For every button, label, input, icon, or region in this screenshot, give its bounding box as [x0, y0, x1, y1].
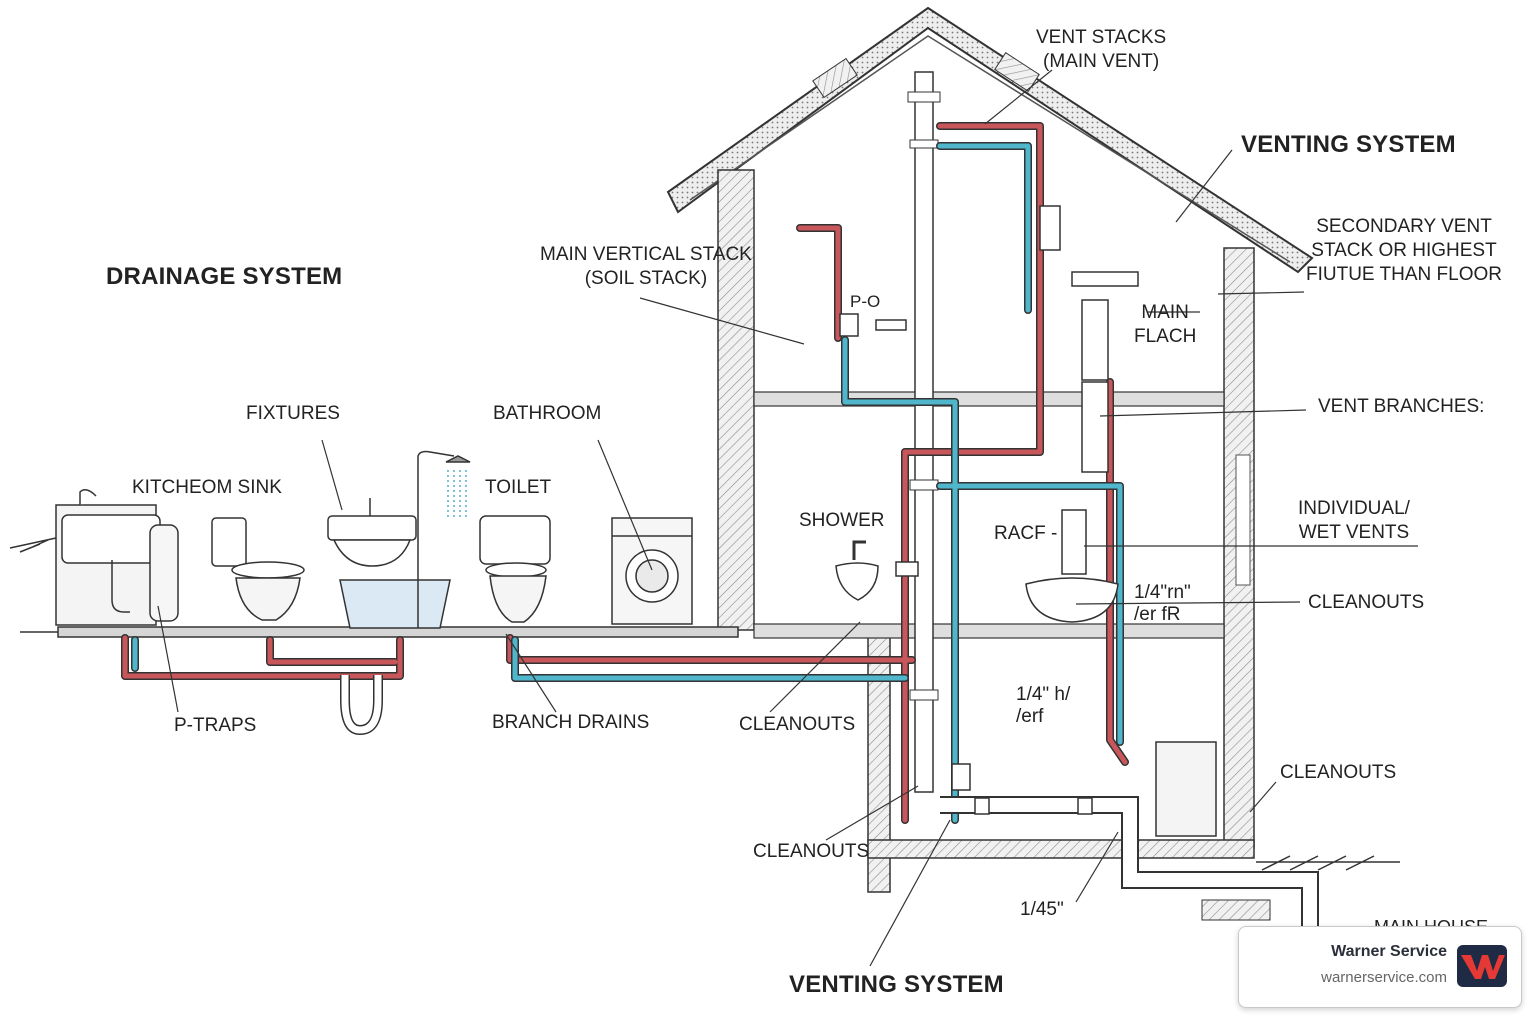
label-slope-a: 1/4"rn" /er fR	[1134, 582, 1191, 625]
label-kitchen-sink: KITCHEOM SINK	[132, 477, 282, 498]
label-cleanouts-right-low: CLEANOUTS	[1280, 762, 1397, 783]
label-p-traps: P-TRAPS	[174, 715, 257, 736]
label-slope-c: 1/45"	[1020, 899, 1064, 920]
label-toilet: TOILET	[485, 477, 552, 498]
label-bathroom: BATHROOM	[493, 403, 602, 424]
soil-stack	[907, 71, 941, 793]
label-venting-system-top: VENTING SYSTEM	[1241, 131, 1456, 158]
label-cleanouts-mid: CLEANOUTS	[739, 714, 856, 735]
label-drainage-system: DRAINAGE SYSTEM	[106, 263, 343, 290]
label-racf: RACF -	[994, 523, 1058, 544]
waste-lines	[340, 675, 1319, 930]
fixture-toilet-1	[211, 517, 305, 621]
drain-pipes	[121, 122, 1129, 824]
fixture-upstairs-sink	[839, 205, 1139, 473]
label-vent-branches: VENT BRANCHES:	[1318, 396, 1485, 417]
brand-logo-mark	[1461, 955, 1505, 979]
roof	[666, 6, 1314, 274]
vent-pipes	[131, 142, 1124, 824]
shower-spray	[447, 470, 467, 520]
label-cleanouts-bottom: CLEANOUTS	[753, 841, 870, 862]
label-secondary-vent: SECONDARY VENT STACK OR HIGHEST FIUTUE T…	[1306, 216, 1502, 285]
fixture-upstairs-toilet	[1025, 509, 1119, 623]
label-venting-system-bottom: VENTING SYSTEM	[789, 971, 1004, 998]
fixture-water-heater	[1155, 741, 1217, 837]
fixture-bathroom-sink	[327, 450, 471, 629]
brand-logo-icon	[1457, 945, 1507, 987]
label-p-o: P-O	[850, 292, 881, 311]
label-individual-wet-vents: INDIVIDUAL/ WET VENTS	[1298, 498, 1410, 543]
label-cleanouts-right: CLEANOUTS	[1308, 592, 1425, 613]
label-branch-drains: BRANCH DRAINS	[492, 712, 650, 733]
label-shower: SHOWER	[799, 510, 885, 531]
leader-lines	[157, 69, 1418, 967]
label-fixtures: FIXTURES	[246, 403, 340, 424]
fixture-toilet-2	[479, 515, 551, 623]
brand-name: Warner Service	[1331, 943, 1447, 960]
brand-badge: Warner Service warnerservice.com	[1238, 926, 1522, 1008]
label-main-vertical-stack: MAIN VERTICAL STACK (SOIL STACK)	[540, 244, 752, 289]
label-vent-stacks: VENT STACKS (MAIN VENT)	[1036, 27, 1167, 72]
label-slope-b: 1/4" h/ /erf	[1016, 684, 1071, 727]
label-main-flach: MAIN FLACH	[1134, 302, 1197, 347]
brand-url: warnerservice.com	[1321, 969, 1447, 986]
label-main-house-partial: MAIN HOUSE	[1374, 917, 1489, 927]
fixture-shower-basin	[835, 540, 919, 601]
fixture-kitchen-sink	[55, 489, 179, 626]
fixture-washing-machine	[611, 517, 693, 625]
